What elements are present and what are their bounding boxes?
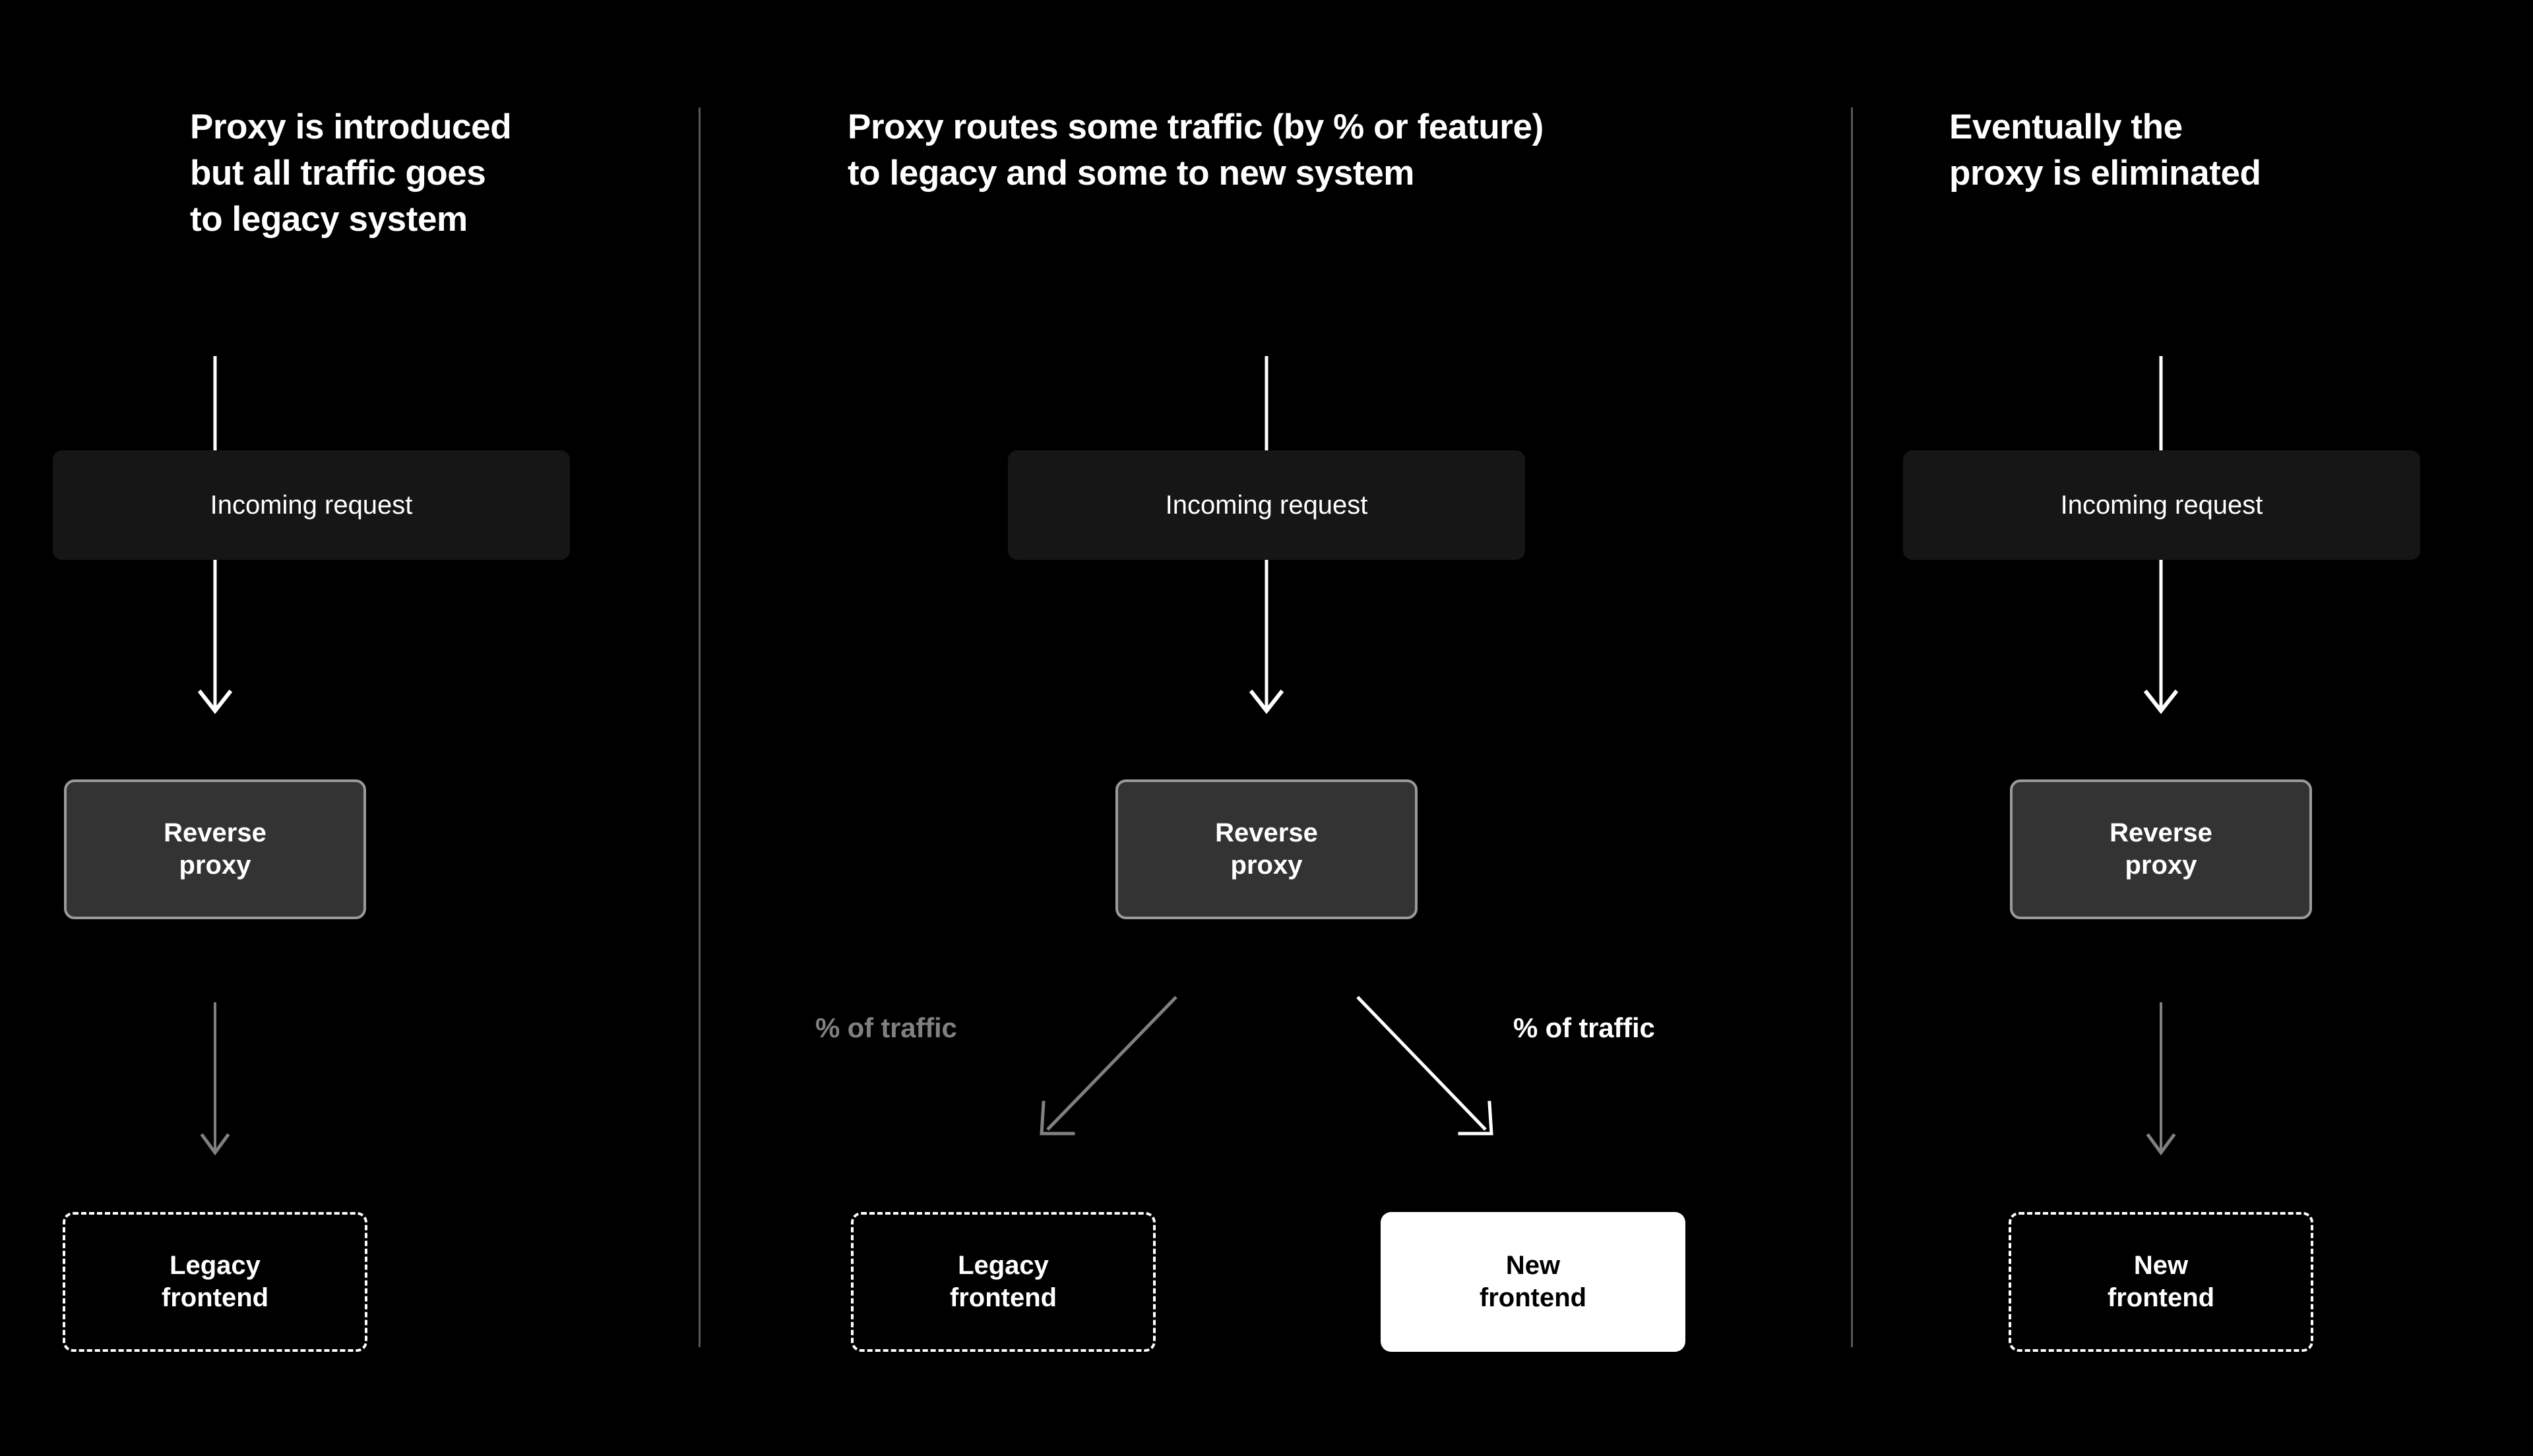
new-frontend-box-2[interactable]: New frontend: [1381, 1212, 1685, 1352]
legacy-frontend-box-2[interactable]: Legacy frontend: [851, 1212, 1156, 1352]
traffic-label-new: % of traffic: [1513, 1012, 1655, 1043]
incoming-request-box-3[interactable]: Incoming request: [1903, 450, 2420, 560]
column-divider-1: [699, 107, 701, 1347]
stage-column-1: Proxy is introduced but all traffic goes…: [53, 0, 699, 1456]
reverse-proxy-box-2[interactable]: Reverse proxy: [1115, 779, 1418, 919]
incoming-request-box-1[interactable]: Incoming request: [53, 450, 570, 560]
stage-column-3: Eventually the proxy is eliminated Incom…: [1893, 0, 2487, 1456]
column-divider-2: [1851, 107, 1853, 1347]
stage-1-heading: Proxy is introduced but all traffic goes…: [190, 107, 512, 239]
stage-3-heading: Eventually the proxy is eliminated: [1949, 107, 2261, 193]
traffic-label-legacy: % of traffic: [815, 1012, 957, 1043]
incoming-request-box-2[interactable]: Incoming request: [1008, 450, 1525, 560]
stage-column-2: Proxy routes some traffic (by % or featu…: [726, 0, 1847, 1456]
reverse-proxy-box-1[interactable]: Reverse proxy: [64, 779, 366, 919]
reverse-proxy-box-3[interactable]: Reverse proxy: [2010, 779, 2312, 919]
stage-2-heading: Proxy routes some traffic (by % or featu…: [848, 107, 1544, 193]
new-frontend-box-3[interactable]: New frontend: [2009, 1212, 2313, 1352]
legacy-frontend-box-1[interactable]: Legacy frontend: [63, 1212, 367, 1352]
